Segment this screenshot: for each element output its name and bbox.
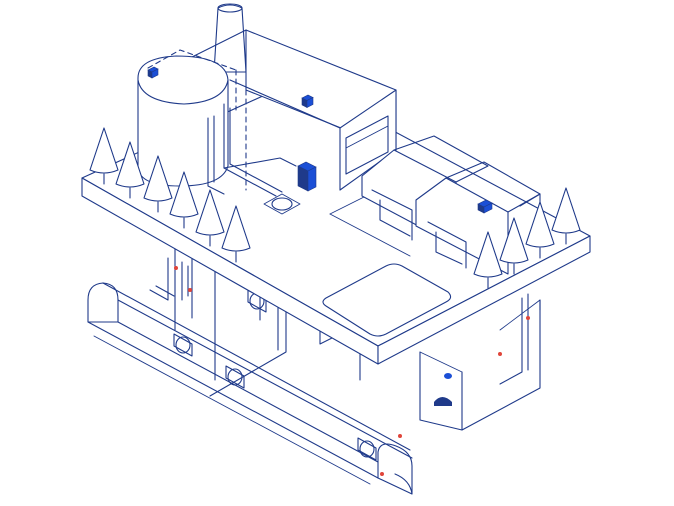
box-device-icon [301, 94, 314, 108]
pipe-opening [357, 437, 377, 461]
tree-icon [115, 141, 145, 199]
box-device-icon [297, 161, 317, 192]
tree-icon [169, 171, 199, 229]
box-device-icon [147, 66, 159, 79]
main-building [189, 29, 397, 191]
devices [147, 66, 493, 214]
dome-camera-icon [434, 373, 452, 406]
storage-tank [137, 49, 237, 187]
tree-icon [143, 155, 173, 213]
tree-icon [525, 201, 555, 259]
tree-icon [499, 217, 529, 275]
tree-icon [221, 205, 251, 263]
tank-piping [207, 103, 297, 197]
tree-icon [473, 231, 503, 289]
underground-tunnel [87, 282, 413, 495]
red-dot-sensor-icon [174, 266, 530, 476]
trees [89, 127, 581, 289]
tree-icon [195, 189, 225, 247]
pipe-opening [173, 333, 193, 357]
tree-icon [551, 187, 581, 245]
pipe-opening [225, 365, 245, 389]
tree-icon [89, 127, 119, 185]
box-device-icon [477, 199, 493, 214]
